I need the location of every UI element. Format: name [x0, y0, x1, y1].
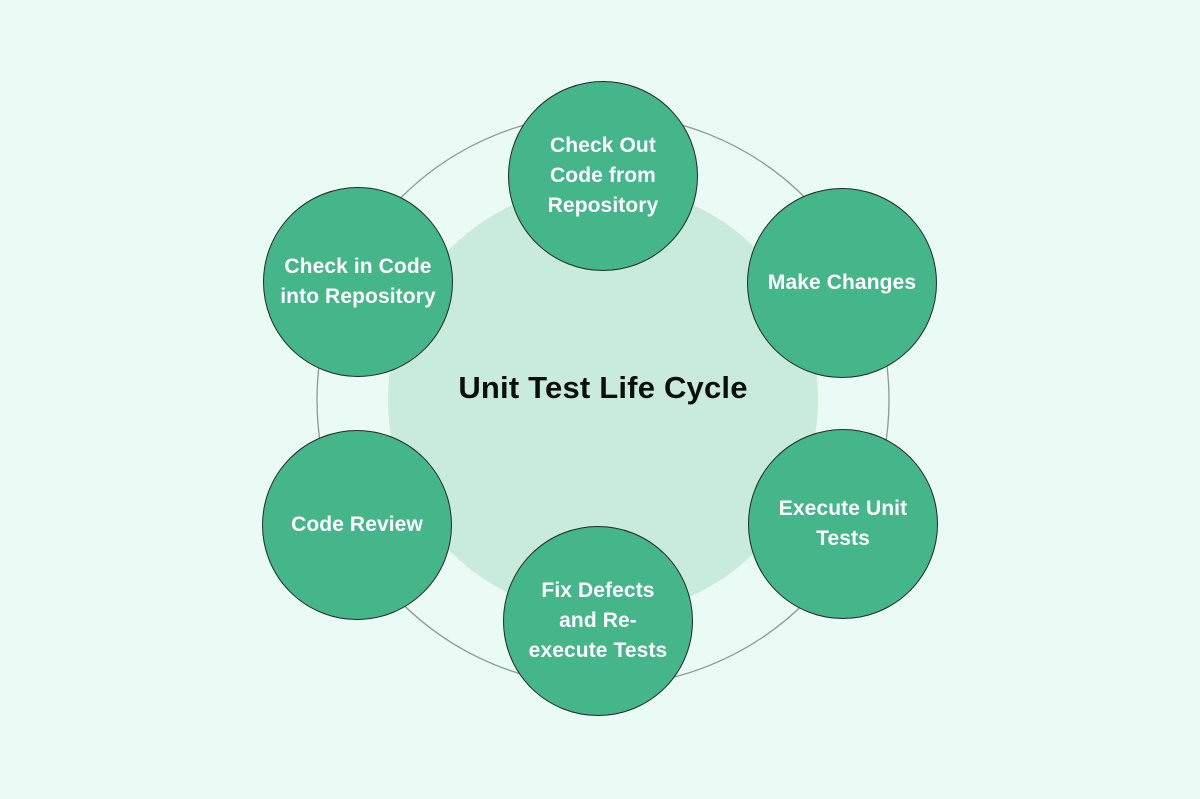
- node-label-check-out-code: Check Out Code from Repository: [547, 133, 659, 218]
- node-execute-unit-tests[interactable]: Execute Unit Tests: [748, 429, 938, 619]
- center-disc: [388, 185, 818, 615]
- node-label-check-in-code: Check in Code into Repository: [280, 254, 436, 308]
- node-label-code-review: Code Review: [291, 512, 423, 536]
- node-check-in-code[interactable]: Check in Code into Repository: [263, 187, 453, 377]
- node-make-changes[interactable]: Make Changes: [747, 188, 937, 378]
- diagram-center-title: Unit Test Life Cycle: [458, 370, 748, 405]
- node-label-execute-unit-tests: Execute Unit Tests: [778, 496, 908, 550]
- node-fix-defects[interactable]: Fix Defects and Re-execute Tests: [503, 526, 693, 716]
- node-label-fix-defects: Fix Defects and Re-execute Tests: [528, 578, 668, 663]
- node-code-review[interactable]: Code Review: [262, 430, 452, 620]
- node-check-out-code[interactable]: Check Out Code from Repository: [508, 81, 698, 271]
- node-label-make-changes: Make Changes: [767, 270, 917, 294]
